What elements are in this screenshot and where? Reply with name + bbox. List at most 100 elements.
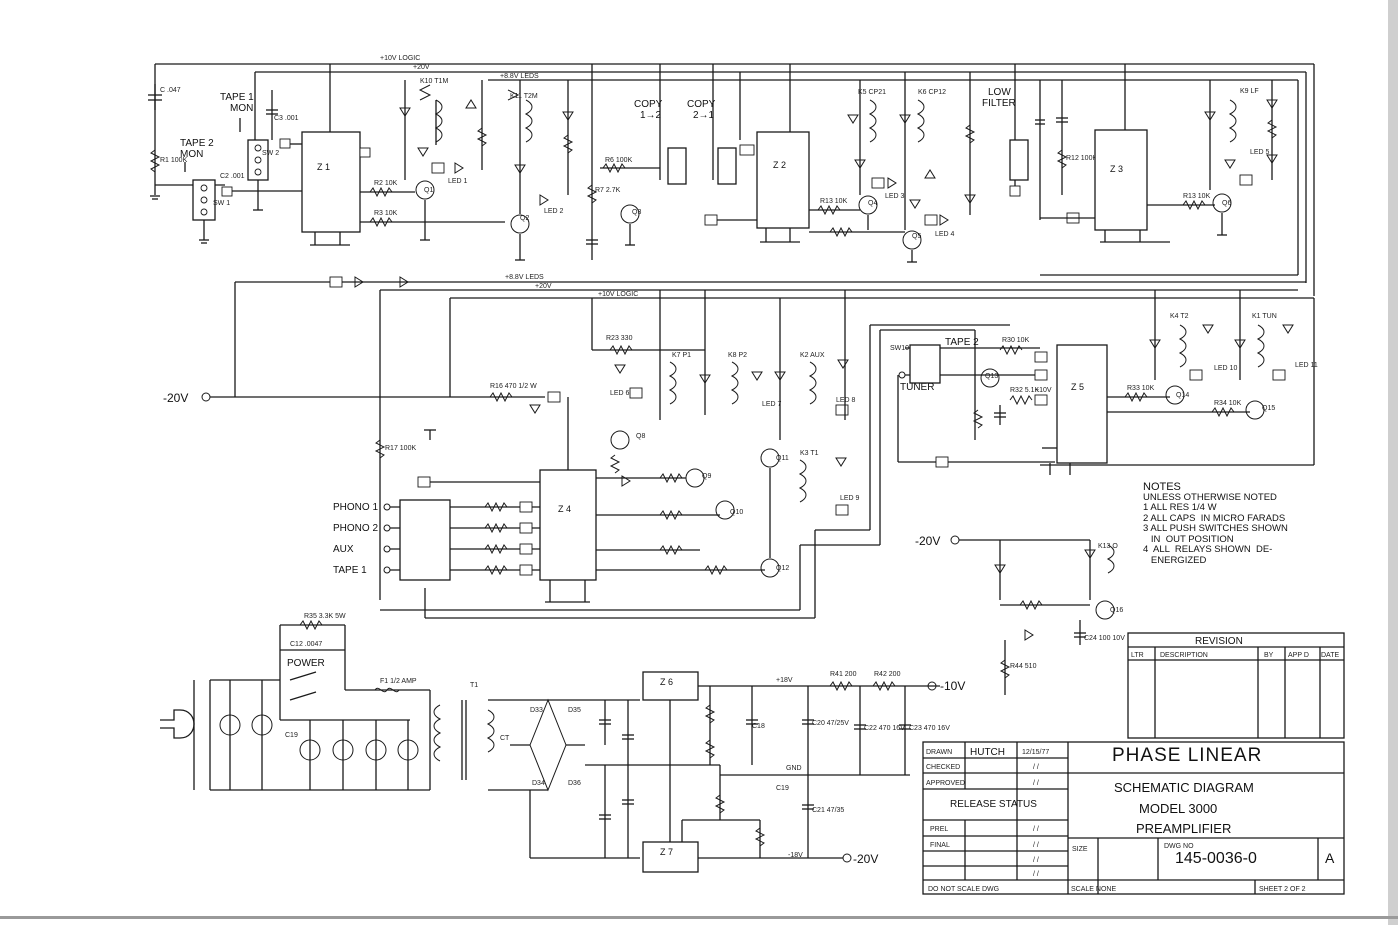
page-bottom-line bbox=[0, 916, 1398, 919]
tb-dwg-no: 145-0036-0 bbox=[1175, 850, 1257, 867]
notes-line: 4 ALL RELAYS SHOWN DE- bbox=[1143, 544, 1273, 555]
tb-release-status: RELEASE STATUS bbox=[950, 799, 1037, 810]
tb-dwg-no-label: DWG NO bbox=[1164, 843, 1194, 850]
chip-z1-label: Z 1 bbox=[317, 162, 330, 172]
res-r32: R32 5.1K bbox=[1010, 387, 1040, 394]
page-edge bbox=[1388, 0, 1398, 925]
cap-c19: C19 bbox=[285, 732, 298, 739]
label-copy21-b: 2→1 bbox=[693, 110, 715, 121]
rail-label-logic: +10V LOGIC bbox=[380, 55, 420, 62]
led-7: LED 7 bbox=[762, 401, 782, 408]
cap-c24: C24 100 10V bbox=[1084, 635, 1125, 642]
label-tape2-mon-b: MON bbox=[180, 149, 203, 160]
res-r7: R7 2.7K bbox=[595, 187, 621, 194]
revision-col-app: APP D bbox=[1288, 652, 1309, 659]
tb-scale: SCALE NONE bbox=[1071, 886, 1116, 893]
switch-sw10-label: SW10 bbox=[890, 345, 909, 352]
chip-z2 bbox=[756, 131, 810, 229]
transistor-q5: Q5 bbox=[912, 233, 921, 240]
diode-d36: D36 bbox=[568, 780, 581, 787]
revision-block: REVISION LTR DESCRIPTION BY APP D DATE bbox=[1127, 632, 1345, 739]
notes-line: 2 ALL CAPS IN MICRO FARADS bbox=[1143, 512, 1286, 524]
transistor-q12: Q12 bbox=[776, 565, 789, 572]
rail-label-leds: +8.8V LEDS bbox=[500, 73, 539, 80]
res-r42: R42 200 bbox=[874, 671, 901, 678]
tb-approved-date: / / bbox=[1033, 780, 1039, 787]
notes-line: 3 ALL PUSH SWITCHES SHOWN bbox=[1143, 523, 1288, 534]
fuse-f1: F1 1/2 AMP bbox=[380, 678, 417, 685]
tb-final-date: / / bbox=[1033, 842, 1039, 849]
led-3: LED 3 bbox=[885, 193, 905, 200]
transistor-q2: Q2 bbox=[520, 215, 529, 222]
led-10: LED 10 bbox=[1214, 365, 1237, 372]
cap-c3: C3 .001 bbox=[274, 115, 299, 122]
label-aux: AUX bbox=[333, 544, 354, 555]
relay-k4: K4 T2 bbox=[1170, 313, 1189, 320]
relay-k6: K6 CP12 bbox=[918, 89, 946, 96]
notes-title: NOTES bbox=[1143, 481, 1181, 493]
res-r6: R6 100K bbox=[605, 157, 633, 164]
switch-sw2: SW 2 bbox=[262, 150, 279, 157]
label-power: POWER bbox=[287, 658, 325, 669]
transistor-q6: Q6 bbox=[1222, 200, 1231, 207]
chip-z3 bbox=[1094, 129, 1148, 231]
res-r34: R34 10K bbox=[1214, 400, 1242, 407]
notes-line: UNLESS OTHERWISE NOTED bbox=[1143, 491, 1277, 503]
label-ct: CT bbox=[500, 735, 510, 742]
res-r30: R30 10K bbox=[1002, 337, 1030, 344]
revision-col-date: DATE bbox=[1321, 652, 1339, 659]
res-r3: R3 10K bbox=[374, 210, 398, 217]
revision-col-by: BY bbox=[1264, 652, 1274, 659]
tb-title-1: SCHEMATIC DIAGRAM bbox=[1114, 780, 1254, 795]
input-selector-section: -20V R16 470 1/2 W R17 100K PHONO 1 PHON… bbox=[163, 290, 1010, 619]
tape2-tuner-section: SW10 TAPE 2 TUNER R30 10K Q13 R32 5.1K +… bbox=[890, 290, 1318, 475]
transistor-q13: Q13 bbox=[985, 373, 998, 380]
relay-k9: K9 LF bbox=[1240, 88, 1259, 95]
chip-z4-label: Z 4 bbox=[558, 504, 571, 514]
label-copy12: COPY bbox=[634, 99, 663, 110]
tb-drawn-date: 12/15/77 bbox=[1022, 749, 1049, 756]
relay-k3: K3 T1 bbox=[800, 450, 819, 457]
cap-c23: C23 470 16V bbox=[909, 725, 950, 732]
chip-z2-label: Z 2 bbox=[773, 160, 786, 170]
chip-z3-label: Z 3 bbox=[1110, 164, 1123, 174]
relay-k11: K11 T2M bbox=[510, 93, 538, 100]
revision-col-desc: DESCRIPTION bbox=[1160, 652, 1208, 659]
tb-checked-date: / / bbox=[1033, 764, 1039, 771]
label-plus18v: +18V bbox=[776, 677, 793, 684]
led-8: LED 8 bbox=[836, 397, 856, 404]
led-9: LED 9 bbox=[840, 495, 860, 502]
tb-blank-date-2: / / bbox=[1033, 871, 1039, 878]
transistor-q15: Q15 bbox=[1262, 405, 1275, 412]
res-r2: R2 10K bbox=[374, 180, 398, 187]
diode-d34: D34 bbox=[532, 780, 545, 787]
tb-drawn-label: DRAWN bbox=[926, 749, 952, 756]
led-2: LED 2 bbox=[544, 208, 564, 215]
label-gnd: GND bbox=[786, 765, 802, 772]
label-minus20v-right: -20V bbox=[915, 534, 940, 548]
res-r13: R13 10K bbox=[1183, 193, 1211, 200]
led-4: LED 4 bbox=[935, 231, 955, 238]
rail-label-logic-mid: +10V LOGIC bbox=[598, 291, 638, 298]
low-filter-section: LOW FILTER R12 100K Z 3 R13 10K Q6 K9 LF bbox=[982, 64, 1278, 243]
res-r17: R17 100K bbox=[385, 445, 416, 452]
revision-col-ltr: LTR bbox=[1131, 652, 1144, 659]
label-low: LOW bbox=[988, 87, 1011, 98]
res-r1: R1 100K bbox=[160, 157, 188, 164]
middle-power-rails: +8.8V LEDS +20V +10V LOGIC bbox=[234, 274, 1314, 397]
copy-section: COPY 1→2 COPY 2→1 R6 100K R7 2.7K Q3 Z 2… bbox=[586, 64, 976, 263]
res-r12: R12 100K bbox=[1066, 155, 1097, 162]
label-minus20v-out: -20V bbox=[853, 852, 878, 866]
notes-line: IN OUT POSITION bbox=[1143, 533, 1234, 545]
label-copy12-b: 1→2 bbox=[640, 110, 662, 121]
label-tape1: TAPE 1 bbox=[333, 565, 367, 576]
cap-c20: C20 47/25V bbox=[812, 720, 849, 727]
top-power-rails: +10V LOGIC +20V +8.8V LEDS bbox=[154, 55, 1315, 296]
chip-z7 bbox=[642, 841, 699, 873]
relay-k7: K7 P1 bbox=[672, 352, 691, 359]
cap-c18: C18 bbox=[752, 723, 765, 730]
rail-label-leds-mid: +8.8V LEDS bbox=[505, 274, 544, 281]
power-supply-section: R35 3.3K 5W C12 .0047 POWER F1 1/2 AMP C… bbox=[160, 613, 965, 873]
